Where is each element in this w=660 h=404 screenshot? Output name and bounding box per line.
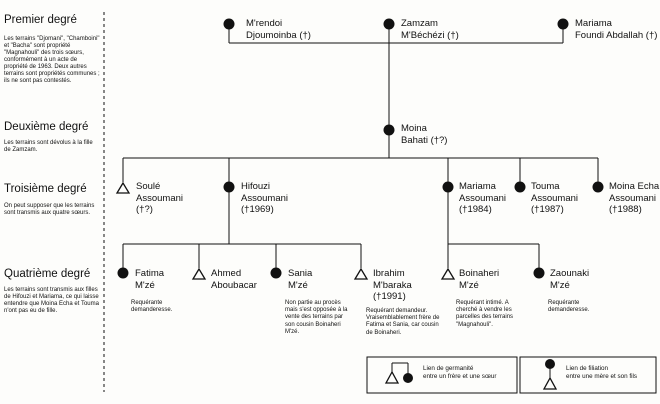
male-symbol-soule (115, 181, 131, 194)
person-name: Moina (401, 123, 427, 134)
person-name: Sania (288, 268, 313, 279)
person-name: Djoumoinba (†) (246, 29, 311, 41)
person-name: Zamzam (401, 18, 438, 29)
person-dates: (†1969) (241, 204, 274, 215)
person-name: M'zé (135, 279, 155, 291)
legend-label: Lien de germanité (423, 365, 474, 372)
legend-male-symbol (542, 376, 558, 390)
generation-desc: On peut supposer que les terrains sont t… (4, 203, 95, 216)
legend-male-symbol (384, 370, 400, 384)
person-zamzam: Zamzam M'Béchézi (†) (401, 18, 459, 41)
person-name: Fatima (135, 268, 165, 279)
person-ibrahim: Ibrahim M'baraka (†1991) (373, 268, 412, 303)
person-hifouzi: Hifouzi Assoumani (†1969) (241, 181, 288, 216)
generation-desc: Les terrains "Djomani", "Chamboini" et "… (4, 36, 100, 84)
person-name: Assoumani (459, 192, 506, 204)
generation-title: Quatrième degré (4, 268, 91, 280)
female-symbol-zaounaki (533, 267, 545, 279)
female-symbol-hifouzi (223, 181, 235, 193)
person-boinaheri: Boinaheri M'zé (459, 268, 499, 291)
male-symbol-boinaheri (440, 267, 456, 280)
person-dates: (†1991) (373, 291, 406, 302)
person-name: Moina Echa (609, 181, 660, 192)
person-name: Assoumani (241, 192, 288, 204)
legend-label: Lien de filiation (566, 365, 609, 372)
generation-desc: Les terrains sont transmis aux filles de… (4, 287, 99, 314)
person-name: Assoumani (609, 192, 656, 204)
person-name: M'baraka (373, 279, 412, 291)
male-symbol-ibrahim (353, 267, 369, 280)
generation-title: Troisième degré (4, 183, 87, 195)
legend-label: entre un frère et une sœur (423, 372, 497, 380)
person-ahmed: Ahmed Aboubacar (211, 268, 257, 291)
female-symbol-mariama-assoumani (442, 181, 454, 193)
person-name: Hifouzi (241, 181, 271, 192)
person-dates: (†?) (136, 204, 153, 215)
person-name: Aboubacar (211, 279, 257, 291)
person-soule: Soulé Assoumani (†?) (136, 181, 183, 216)
person-mariama-assoumani: Mariama Assoumani (†1984) (459, 181, 506, 216)
person-note: Requérante demanderesse. (548, 300, 590, 314)
person-note: Non partie au procès mais s'est opposée … (285, 300, 348, 335)
female-symbol-mrendoi (223, 18, 235, 30)
legend-female-symbol (545, 359, 555, 369)
person-name: Boinaheri (459, 268, 500, 279)
person-touma: Touma Assoumani (†1987) (531, 181, 578, 216)
person-dates: (†1984) (459, 204, 492, 215)
legend-sibling-text: Lien de germanité entre un frère et une … (423, 365, 497, 380)
person-name: Bahati (†?) (401, 134, 448, 146)
person-sania: Sania M'zé (288, 268, 312, 291)
female-symbol-zamzam (383, 18, 395, 30)
generation-title: Premier degré (4, 14, 77, 26)
person-name: Assoumani (136, 192, 183, 204)
generation-desc: Les terrains sont dévolus à la fille de … (4, 140, 93, 153)
person-moina: Moina Bahati (†?) (401, 123, 447, 146)
legend-label: entre une mère et son fils (566, 372, 638, 380)
person-mrendoi: M'rendoi Djoumoinba (†) (246, 18, 311, 41)
female-symbol-fatima (117, 267, 129, 279)
person-name: M'zé (459, 279, 479, 291)
person-name: Mariama (575, 18, 612, 29)
female-symbol-mariama-foundi (557, 18, 569, 30)
female-symbol-touma (514, 181, 526, 193)
person-name: M'zé (550, 279, 570, 291)
legend-female-symbol (403, 373, 413, 383)
legend-box-sibling (366, 356, 518, 394)
legend-box-filiation (519, 356, 657, 394)
person-name: M'rendoi (246, 18, 283, 29)
generation-title: Deuxième degré (4, 121, 89, 133)
person-dates: (†1988) (609, 204, 642, 215)
person-name: M'Béchézi (†) (401, 29, 459, 41)
person-note: Requérant demandeur. Vraisemblablement f… (366, 308, 440, 336)
person-name: Mariama (459, 181, 496, 192)
person-name: M'zé (288, 279, 308, 291)
person-fatima: Fatima M'zé (135, 268, 164, 291)
person-note: Requérant intimé. A cherché à vendre les… (456, 300, 514, 328)
person-name: Ibrahim (373, 268, 405, 279)
person-note: Requérante demanderesse. (131, 300, 173, 314)
person-zaounaki: Zaounaki M'zé (550, 268, 589, 291)
legend-filiation-text: Lien de filiation entre une mère et son … (566, 365, 637, 380)
person-mariama-foundi: Mariama Foundi Abdallah (†) (575, 18, 657, 41)
person-dates: (†1987) (531, 204, 564, 215)
person-name: Ahmed (211, 268, 242, 279)
person-name: Assoumani (531, 192, 578, 204)
female-symbol-moina (383, 124, 395, 136)
person-name: Touma (531, 181, 560, 192)
person-name: Foundi Abdallah (†) (575, 29, 658, 41)
person-name: Zaounaki (550, 268, 590, 279)
person-name: Soulé (136, 181, 161, 192)
female-symbol-sania (270, 267, 282, 279)
male-symbol-ahmed (191, 267, 207, 280)
female-symbol-moina-echa (592, 181, 604, 193)
person-moina-echa: Moina Echa Assoumani (†1988) (609, 181, 659, 216)
